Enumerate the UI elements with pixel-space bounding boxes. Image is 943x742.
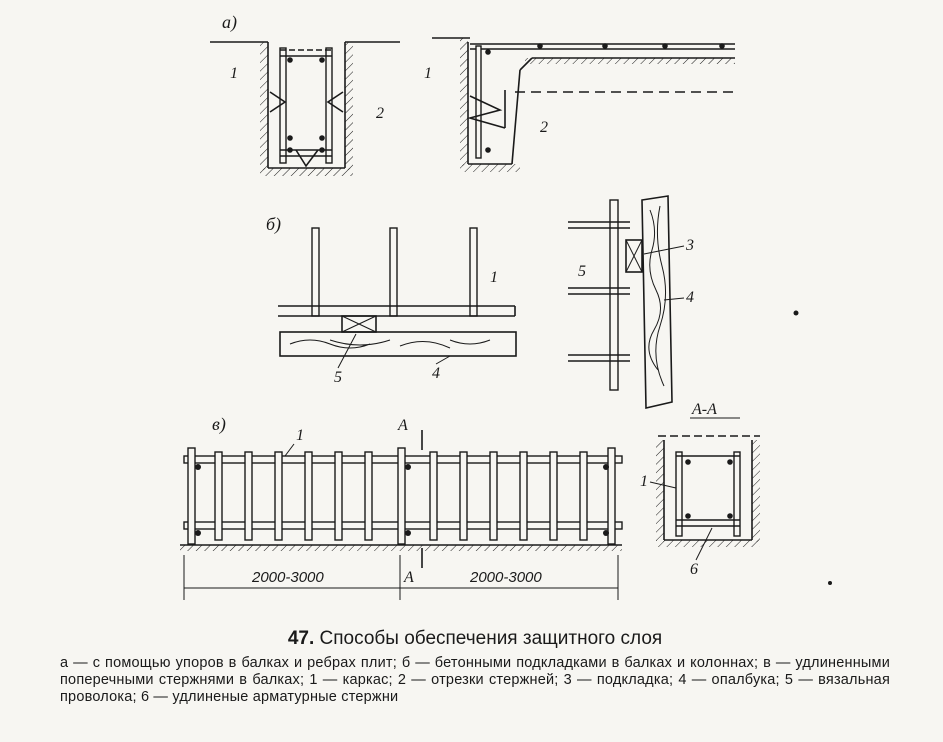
- panel-v-cut-bottom: А: [403, 569, 414, 586]
- panel-v-label-1: 1: [296, 427, 304, 444]
- panel-b-label-4-col: 4: [686, 289, 694, 306]
- panel-b-label-5: 5: [334, 369, 342, 386]
- panel-v-beam: А А 1 2000-3000 2000-3000: [180, 417, 623, 600]
- panel-b-column: 5 3 4: [568, 195, 694, 410]
- reinforcement-diagram: а): [180, 12, 832, 600]
- panel-a: а): [210, 12, 735, 176]
- panel-v-cut-top: А: [397, 417, 408, 434]
- panel-b: б) 1 5 4: [266, 195, 694, 410]
- figure-caption-title: 47. Способы обеспечения защитного слоя: [60, 628, 890, 650]
- panel-b-label-4: 4: [432, 365, 440, 382]
- panel-b-beam: 1 5 4: [278, 227, 517, 386]
- panel-a-beam-right: 1 2: [424, 37, 735, 172]
- section-label-1: 1: [640, 473, 648, 490]
- panel-v-label: в): [212, 414, 226, 435]
- section-label-6: 6: [690, 561, 698, 578]
- dimension-right: 2000-3000: [469, 569, 542, 586]
- panel-b-label-5-col: 5: [578, 263, 586, 280]
- panel-v-stirrups: [187, 447, 616, 545]
- panel-v: в): [180, 401, 760, 600]
- figure-caption-body: а — с помощью упоров в балках и ребрах п…: [60, 655, 890, 705]
- panel-b-label-3: 3: [685, 237, 694, 254]
- section-a-a: А-А 1 6: [640, 401, 760, 578]
- panel-a-label-1: 1: [230, 65, 238, 82]
- panel-b-label-1: 1: [490, 269, 498, 286]
- figure-number: 47.: [287, 628, 315, 649]
- panel-a-right-label-1: 1: [424, 65, 432, 82]
- panel-a-right-label-2: 2: [540, 119, 548, 136]
- panel-a-beam-left: 1 2: [210, 41, 400, 176]
- panel-a-label: а): [222, 12, 237, 33]
- panel-b-label: б): [266, 214, 281, 235]
- dimension-left: 2000-3000: [251, 569, 324, 586]
- panel-a-label-2: 2: [376, 105, 384, 122]
- section-label: А-А: [691, 401, 717, 418]
- figure-title: Способы обеспечения защитного слоя: [319, 628, 663, 649]
